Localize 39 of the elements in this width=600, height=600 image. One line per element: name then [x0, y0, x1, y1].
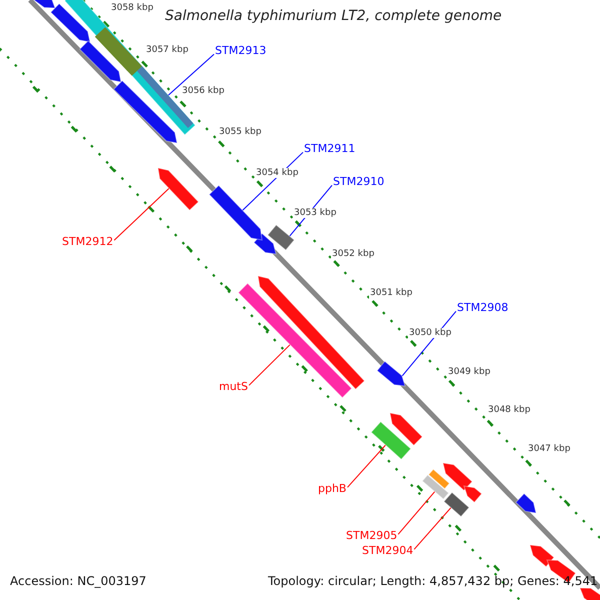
gene-label: STM2908 [457, 302, 508, 315]
tick-label: 3053 kbp [293, 208, 338, 218]
tick-label: 3054 kbp [255, 168, 300, 178]
gene-label: pphB [318, 483, 346, 496]
tick-label: 3058 kbp [110, 3, 154, 14]
gene-label: STM2905 [346, 530, 398, 543]
tick-label: 3056 kbp [181, 86, 226, 96]
gene-glyph [208, 184, 263, 241]
gene-glyph [443, 492, 470, 518]
gene-glyph [370, 421, 412, 460]
gene-glyph [267, 224, 295, 251]
tick-label: 3052 kbp [331, 249, 376, 260]
tick-label: 3048 kbp [487, 405, 532, 416]
leader-line [414, 507, 452, 550]
tick-label: 3047 kbp [527, 444, 572, 454]
leader-line [402, 310, 456, 376]
gene-glyph [376, 360, 406, 387]
gene-glyph [257, 275, 366, 390]
footer-text: Accession: NC_003197 [10, 575, 146, 589]
tick-label: 3051 kbp [369, 288, 414, 298]
gene-glyph [422, 474, 450, 500]
gene-label: STM2910 [333, 176, 384, 189]
footer-text: Topology: circular; Length: 4,857,432 bp; Genes: 4,541 [268, 575, 598, 589]
tick-label: 3057 kbp [145, 45, 190, 56]
leader-line [168, 54, 214, 96]
gene-glyph [157, 167, 200, 211]
tick-label: 3055 kbp [218, 127, 262, 138]
leader-line [347, 444, 386, 488]
tick-label: 3050 kbp [408, 328, 452, 338]
title: Salmonella typhimurium LT2, complete genome [165, 8, 502, 24]
leader-line [248, 344, 290, 386]
gene-label: STM2911 [304, 143, 356, 156]
gene-label: STM2913 [215, 45, 266, 58]
leader-line [398, 491, 436, 535]
gene-label: STM2904 [362, 545, 414, 558]
tick-label: 3049 kbp [447, 367, 492, 378]
gene-label: STM2912 [62, 236, 114, 249]
gene-label: mutS [219, 381, 248, 394]
leader-line [114, 188, 170, 241]
